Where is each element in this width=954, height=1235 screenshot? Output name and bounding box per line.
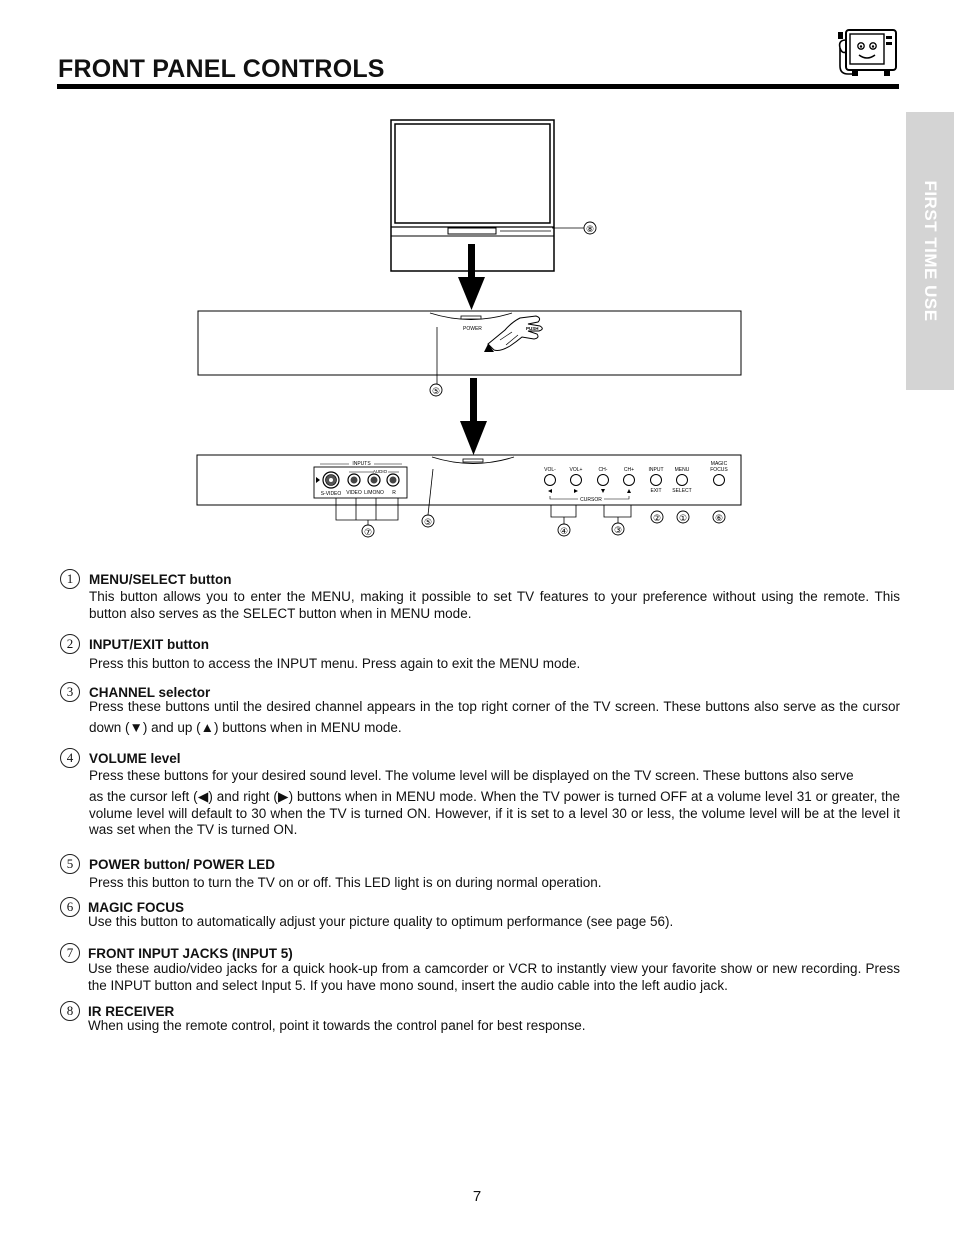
vol-plus-button (570, 474, 582, 486)
item-body: Press these buttons until the desired ch… (89, 699, 900, 735)
item-number: 5 (60, 854, 80, 874)
callout-5-bottom: ⑤ (421, 514, 435, 528)
vol-minus-label: VOL- (544, 467, 556, 473)
cursor-label: CURSOR (580, 497, 602, 503)
callout-2-label: ② (653, 513, 661, 523)
callout-7: ⑦ (361, 524, 375, 538)
channel-bracket (603, 505, 632, 523)
callout-4-label: ④ (560, 526, 568, 536)
item-title: MAGIC FOCUS (88, 900, 184, 915)
down-arrow-2 (460, 378, 487, 455)
section-tab-first-time-use: FIRST TIME USE (906, 112, 954, 390)
item-body-continued: as the cursor left (◀) and right (▶) but… (89, 789, 900, 837)
panel-buttons: VOL- VOL+ CH- CH+ INPUT MENU MAGIC FOCUS… (544, 461, 728, 503)
menu-label: MENU (675, 467, 690, 473)
page-number: 7 (472, 1188, 482, 1205)
front-panel-diagram: ⑧ POWER PUSH ⑤ INPUTS (196, 119, 742, 538)
title-rule (57, 84, 899, 89)
input-label: INPUT (649, 467, 664, 473)
push-label: PUSH (526, 326, 539, 331)
item-body: This button allows you to enter the MENU… (89, 589, 900, 621)
ch-plus-button (623, 474, 635, 486)
item-number: 6 (60, 897, 80, 917)
item-number: 8 (60, 1001, 80, 1021)
audio-label: AUDIO (373, 469, 388, 474)
input-button (650, 474, 662, 486)
down-arrow-1 (458, 244, 485, 310)
callout-4: ④ (557, 523, 571, 537)
item-number: 1 (60, 569, 80, 589)
front-input-jacks: INPUTS AUDIO S-VIDEO VIDEO L/MONO R (313, 459, 408, 499)
ch-minus-button (597, 474, 609, 486)
item-number: 3 (60, 682, 80, 702)
item-body: Press this button to access the INPUT me… (89, 656, 581, 671)
ch-plus-label: CH+ (624, 467, 634, 473)
callout-8: ⑧ (583, 221, 597, 235)
jack-label-video: VIDEO (346, 490, 362, 496)
jack-label-svideo: S-VIDEO (321, 491, 342, 497)
vol-plus-label: VOL+ (570, 467, 583, 473)
power-label: POWER (463, 326, 482, 332)
item-title: IR RECEIVER (88, 1004, 175, 1019)
item-title: CHANNEL selector (89, 685, 211, 700)
jack-label-r: R (392, 490, 396, 496)
left-arrow-icon (548, 489, 552, 493)
callout-3: ③ (611, 522, 625, 536)
ch-minus-label: CH- (599, 467, 608, 473)
tv-mascot-icon (838, 29, 897, 76)
item-body: Press this button to turn the TV on or o… (89, 875, 602, 890)
page-title: FRONT PANEL CONTROLS (58, 55, 385, 83)
power-leader-2 (427, 468, 434, 516)
callout-1: ① (676, 510, 690, 524)
callout-3-label: ③ (614, 525, 622, 535)
item-title: MENU/SELECT button (89, 572, 232, 587)
callout-5-top: ⑤ (429, 383, 443, 397)
right-arrow-icon (574, 489, 578, 493)
callout-5-bottom-label: ⑤ (424, 517, 432, 527)
front-door-panel: POWER (197, 310, 742, 376)
pushing-hand-icon: PUSH (484, 315, 543, 352)
item-body: Press these buttons for your desired sou… (89, 768, 854, 783)
focus-label: FOCUS (710, 467, 728, 473)
item-number: 4 (60, 748, 80, 768)
up-arrow-icon (627, 489, 631, 493)
down-arrow-icon (601, 489, 605, 493)
item-number: 7 (60, 943, 80, 963)
item-title: VOLUME level (89, 751, 181, 766)
callout-6: ⑥ (712, 510, 726, 524)
callout-7-label: ⑦ (364, 527, 372, 537)
volume-bracket (550, 505, 577, 524)
vol-minus-button (544, 474, 556, 486)
callout-8-label: ⑧ (586, 224, 594, 234)
callout-1-label: ① (679, 513, 687, 523)
item-body: When using the remote control, point it … (88, 1018, 586, 1033)
select-label: SELECT (672, 488, 691, 494)
exit-label: EXIT (650, 488, 661, 494)
item-title: INPUT/EXIT button (89, 637, 209, 652)
item-title: POWER button/ POWER LED (89, 857, 275, 872)
magic-label: MAGIC (711, 461, 728, 467)
callout-2: ② (650, 510, 664, 524)
inputs-label: INPUTS (352, 461, 371, 467)
callout-5-top-label: ⑤ (432, 386, 440, 396)
jack-label-lmono: L/MONO (364, 490, 384, 496)
magic-focus-button (713, 474, 725, 486)
item-number: 2 (60, 634, 80, 654)
callout-6-label: ⑥ (715, 513, 723, 523)
item-body: Use these audio/video jacks for a quick … (88, 961, 900, 993)
item-title: FRONT INPUT JACKS (INPUT 5) (88, 946, 293, 961)
item-body: Use this button to automatically adjust … (88, 914, 674, 929)
menu-button (676, 474, 688, 486)
